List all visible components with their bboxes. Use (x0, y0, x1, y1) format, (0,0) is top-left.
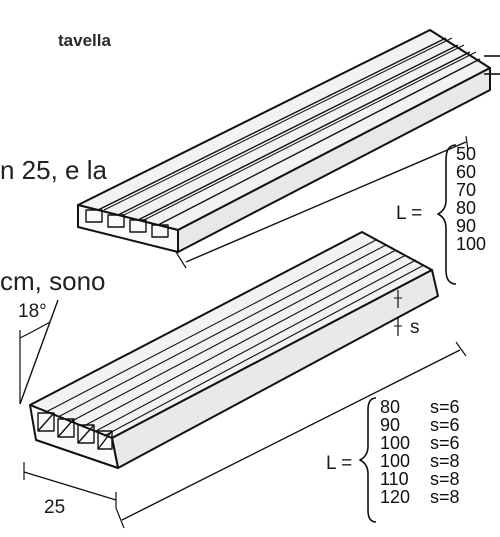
bottom-length-value: 90 (380, 415, 401, 435)
thickness-label: s (410, 317, 420, 338)
top-length-value: 70 (456, 180, 477, 200)
bottom-length-values: 80 90 100 100 110 120 (380, 398, 410, 506)
title-fragment: tavella (58, 31, 111, 50)
bottom-thickness-value: s=8 (430, 469, 460, 489)
width-label: 25 (44, 497, 66, 518)
bottom-length-value: 80 (380, 397, 401, 417)
text-fragment-2: cm, sono (0, 266, 106, 296)
top-brick (77, 29, 491, 269)
bottom-thickness-value: s=6 (430, 433, 460, 453)
top-length-brace (437, 144, 457, 285)
bottom-length-value: 100 (380, 451, 411, 471)
bottom-thickness-value: s=6 (430, 397, 460, 417)
bottom-length-value: 110 (380, 469, 409, 489)
bottom-length-value: 120 (380, 487, 411, 507)
top-length-value: 100 (456, 234, 487, 254)
angle-label: 18° (18, 301, 47, 322)
top-length-value: 60 (456, 162, 477, 182)
bottom-brick (19, 231, 467, 529)
text-fragment-1: n 25, e la (0, 155, 107, 185)
bottom-thickness-value: s=8 (430, 451, 460, 471)
bottom-length-brace (359, 397, 377, 523)
top-length-value: 50 (456, 144, 477, 164)
bottom-length-value: 100 (380, 433, 411, 453)
top-length-value: 90 (456, 216, 477, 236)
top-length-label: L = (396, 203, 423, 224)
bottom-thickness-value: s=8 (430, 487, 460, 507)
top-length-values: 50 60 70 80 90 100 (456, 145, 486, 253)
bottom-length-label: L = (326, 453, 353, 474)
bottom-thickness-value: s=6 (430, 415, 460, 435)
top-length-value: 80 (456, 198, 477, 218)
bottom-thickness-values: s=6 s=6 s=6 s=8 s=8 s=8 (430, 398, 460, 506)
